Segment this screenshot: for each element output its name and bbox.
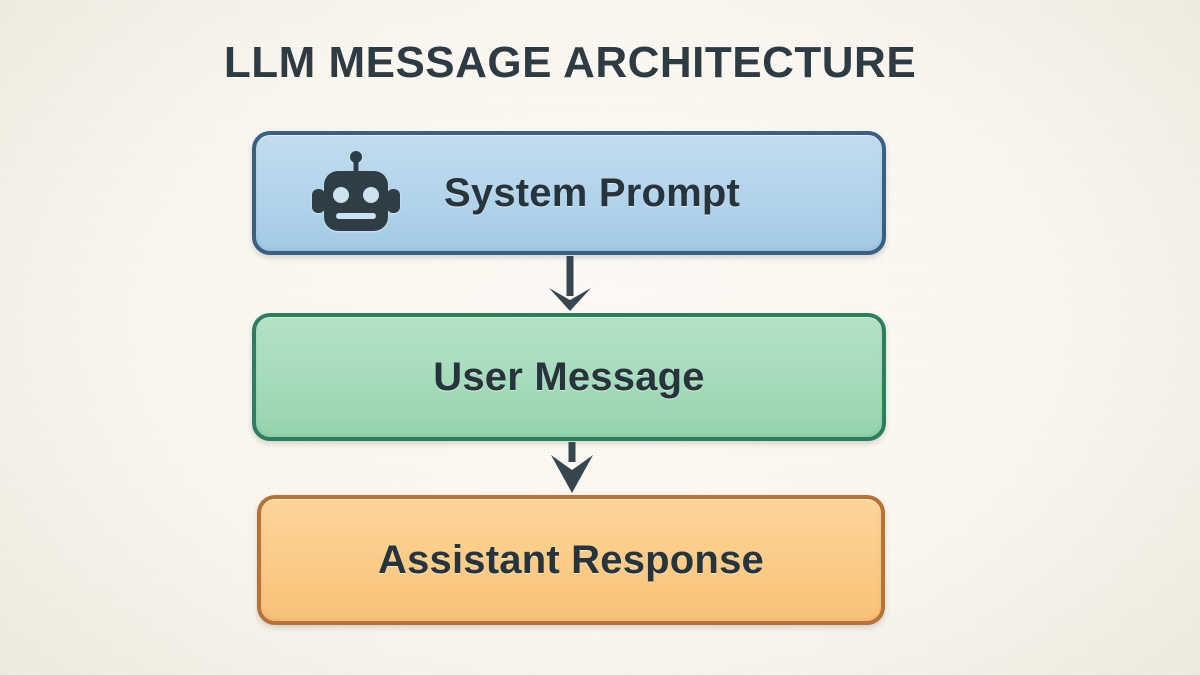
page-title: LLM MESSAGE ARCHITECTURE <box>223 38 917 87</box>
node-user-message[interactable]: User Message <box>252 313 886 441</box>
arrowhead-icon <box>549 288 591 311</box>
node-assistant-response[interactable]: Assistant Response <box>257 495 885 625</box>
robot-icon <box>312 151 400 231</box>
node-label: Assistant Response <box>378 537 764 582</box>
node-label: User Message <box>433 354 705 399</box>
node-system-prompt[interactable]: System Prompt <box>252 131 886 255</box>
node-label: System Prompt <box>444 170 741 215</box>
arrowhead-icon <box>551 455 593 493</box>
